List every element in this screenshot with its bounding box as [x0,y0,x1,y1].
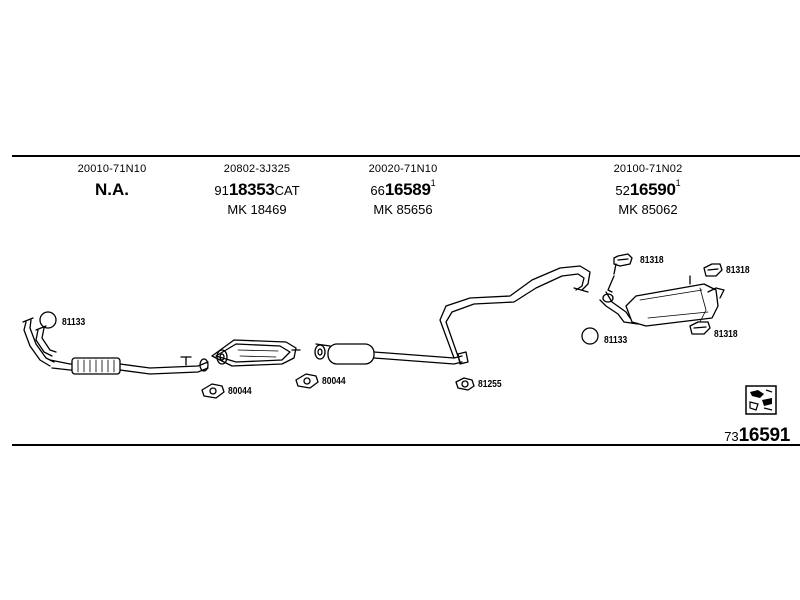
top-rule [12,155,800,157]
alt-number: MK 85656 [373,202,433,217]
diagram-code-prefix: 73 [724,429,739,444]
part-label-cat-gasket-2: 80044 [322,376,346,387]
part-superscript: 1 [675,178,681,188]
part-main: 16590 [629,180,676,199]
oem-number: 20100-71N02 [613,163,683,175]
part-number: 66165891 [318,178,488,199]
part-prefix: 91 [214,183,229,198]
oem-number: 20802-3J325 [223,163,291,175]
hanger-part-2 [703,263,723,277]
part-superscript: 1 [430,178,436,188]
part-label-cat-gasket-1: 80044 [228,386,252,397]
hanger-part-3 [689,321,711,335]
part-label-rear-gasket: 81133 [604,335,628,346]
cat-gasket-1 [201,383,225,399]
center-muffler [314,265,591,365]
catalytic-converter [211,339,301,367]
part-suffix: CAT [274,183,300,198]
part-number: 9118353CAT [172,181,342,198]
part-label-mid-clamp: 81255 [478,379,502,390]
diagram-code-main: 16591 [738,425,791,446]
hanger-part-1 [613,253,633,275]
not-available-label: N.A. [95,180,129,199]
bottom-rule [12,444,800,446]
part-prefix: 52 [615,183,630,198]
column-center-muffler: 20020-71N10 66165891 MK 85656 [318,163,488,217]
oem-number: 20020-71N10 [368,163,438,175]
part-main: 18353 [228,180,275,199]
part-label-front-gasket: 81133 [62,317,86,328]
oem-number: 20010-71N10 [77,163,147,175]
rear-muffler [599,275,725,327]
column-front-pipe: 20010-71N10 N.A. [27,163,197,199]
front-gasket-ring [39,311,57,329]
front-pipe [22,317,209,375]
part-label-hanger-1: 81318 [640,255,664,266]
part-number: 52165901 [563,178,733,199]
part-label-hanger-3: 81318 [714,329,738,340]
cat-gasket-2 [295,373,319,389]
part-main: 16589 [384,180,431,199]
alt-number: MK 85062 [618,202,678,217]
column-rear-muffler: 20100-71N02 52165901 MK 85062 [563,163,733,217]
part-label-hanger-2: 81318 [726,265,750,276]
catalog-stamp-icon [745,385,777,415]
alt-number: MK 18469 [227,202,287,217]
mid-clamp [455,377,475,391]
diagram-code: 7316591 [724,426,790,445]
part-prefix: 66 [370,183,385,198]
column-catalytic-converter: 20802-3J325 9118353CAT MK 18469 [172,163,342,217]
rear-gasket-ring [581,327,599,345]
